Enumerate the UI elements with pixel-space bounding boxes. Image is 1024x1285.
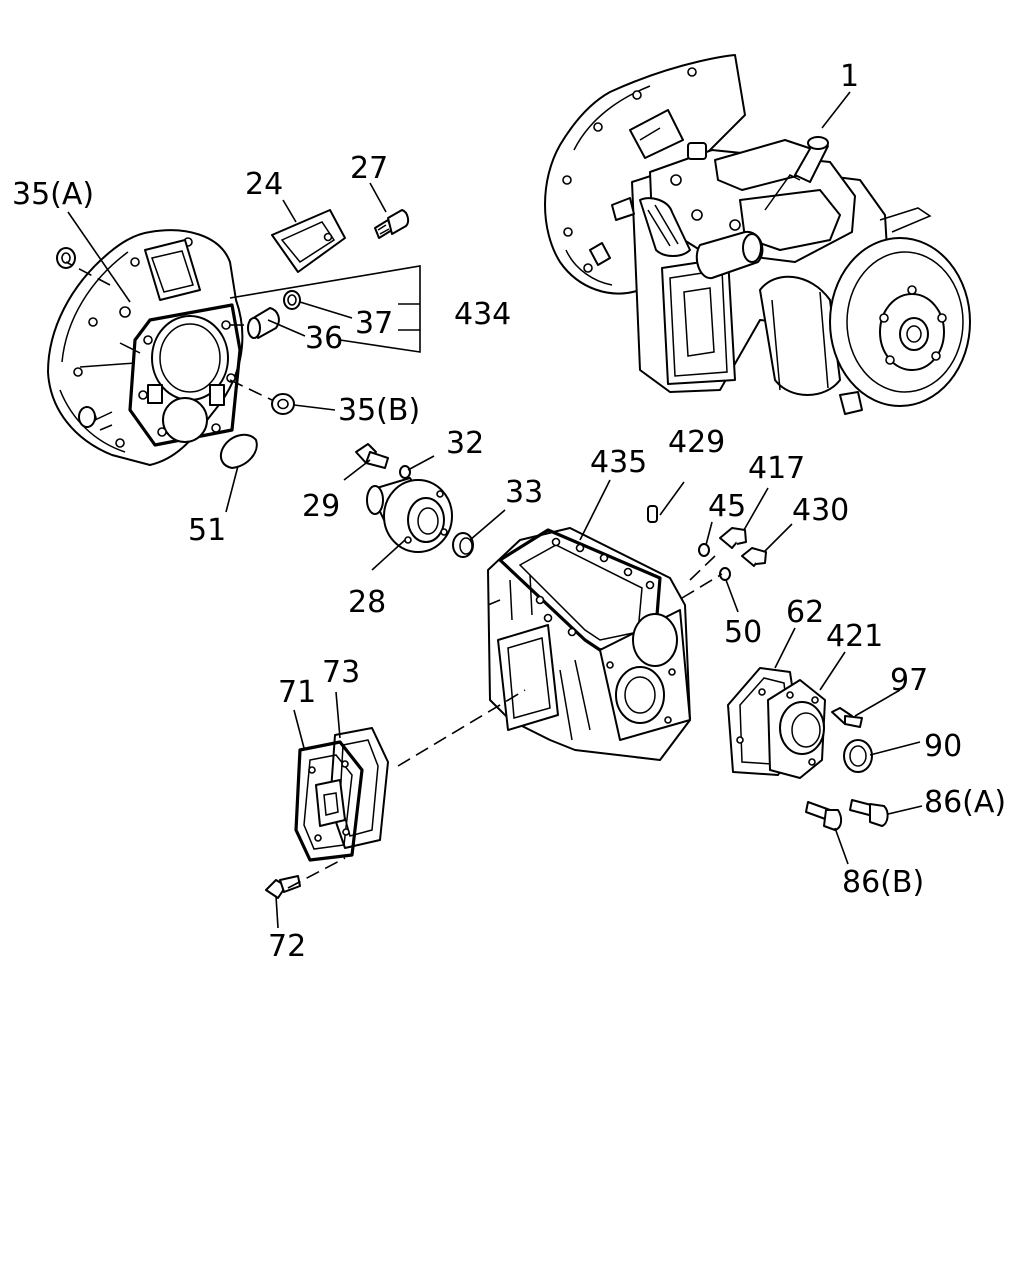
callout-421: 421 bbox=[826, 619, 883, 654]
part-97-bolt bbox=[831, 707, 863, 728]
callout-35b: 35(B) bbox=[338, 393, 420, 428]
part-72-bolt bbox=[265, 875, 301, 899]
part-86a-bolt bbox=[849, 799, 889, 827]
callout-45: 45 bbox=[708, 489, 746, 524]
callout-27: 27 bbox=[350, 151, 388, 186]
part-71-side-cover bbox=[294, 740, 364, 862]
part-421-rear-cover bbox=[767, 679, 826, 779]
part-35b-nut bbox=[271, 393, 295, 415]
part-28-retainer bbox=[366, 477, 453, 553]
part-430-plug bbox=[741, 547, 767, 567]
callout-33: 33 bbox=[505, 475, 543, 510]
part-50-oring bbox=[719, 567, 731, 581]
callout-36: 36 bbox=[305, 321, 343, 356]
callout-429: 429 bbox=[668, 425, 725, 460]
callout-50: 50 bbox=[724, 615, 762, 650]
part-29-bolt bbox=[355, 443, 389, 469]
part-33-seal bbox=[452, 532, 474, 558]
callout-435: 435 bbox=[590, 445, 647, 480]
callout-434: 434 bbox=[454, 297, 511, 332]
part-32-oring bbox=[399, 465, 411, 479]
callout-32: 32 bbox=[446, 426, 484, 461]
callout-24: 24 bbox=[245, 167, 283, 202]
part-36-sleeve bbox=[247, 307, 280, 339]
callout-71: 71 bbox=[278, 675, 316, 710]
part-429-pin bbox=[647, 505, 658, 523]
part-90-seal bbox=[843, 739, 873, 773]
callout-1: 1 bbox=[840, 59, 859, 94]
part-51-disc bbox=[219, 433, 258, 469]
part-45-oring bbox=[698, 543, 710, 557]
part-417-plug bbox=[719, 527, 747, 549]
leader-lines bbox=[67, 91, 923, 929]
callout-29: 29 bbox=[302, 489, 340, 524]
assembly-lines bbox=[65, 261, 723, 889]
callout-labels: 1 24 27 35(A) 434 37 36 35(B) 51 29 32 2… bbox=[12, 59, 1006, 964]
callout-28: 28 bbox=[348, 585, 386, 620]
part-27-bolt bbox=[374, 209, 410, 239]
callout-97: 97 bbox=[890, 663, 928, 698]
callout-417: 417 bbox=[748, 451, 805, 486]
part-435-transmission-case bbox=[487, 527, 691, 761]
callout-37: 37 bbox=[355, 306, 393, 341]
callout-86b: 86(B) bbox=[842, 865, 924, 900]
callout-35a: 35(A) bbox=[12, 177, 94, 212]
part-24-cover bbox=[271, 209, 346, 273]
part-37-bushing bbox=[283, 290, 301, 310]
clutch-housing bbox=[47, 229, 244, 466]
part-35a-nut bbox=[56, 247, 76, 269]
callout-86a: 86(A) bbox=[924, 785, 1006, 820]
callout-73: 73 bbox=[322, 655, 360, 690]
callout-90: 90 bbox=[924, 729, 962, 764]
part-86b-bolt bbox=[805, 801, 843, 831]
callout-62: 62 bbox=[786, 595, 824, 630]
callout-51: 51 bbox=[188, 513, 226, 548]
callout-430: 430 bbox=[792, 493, 849, 528]
transmission-assembly bbox=[544, 54, 971, 415]
callout-72: 72 bbox=[268, 929, 306, 964]
